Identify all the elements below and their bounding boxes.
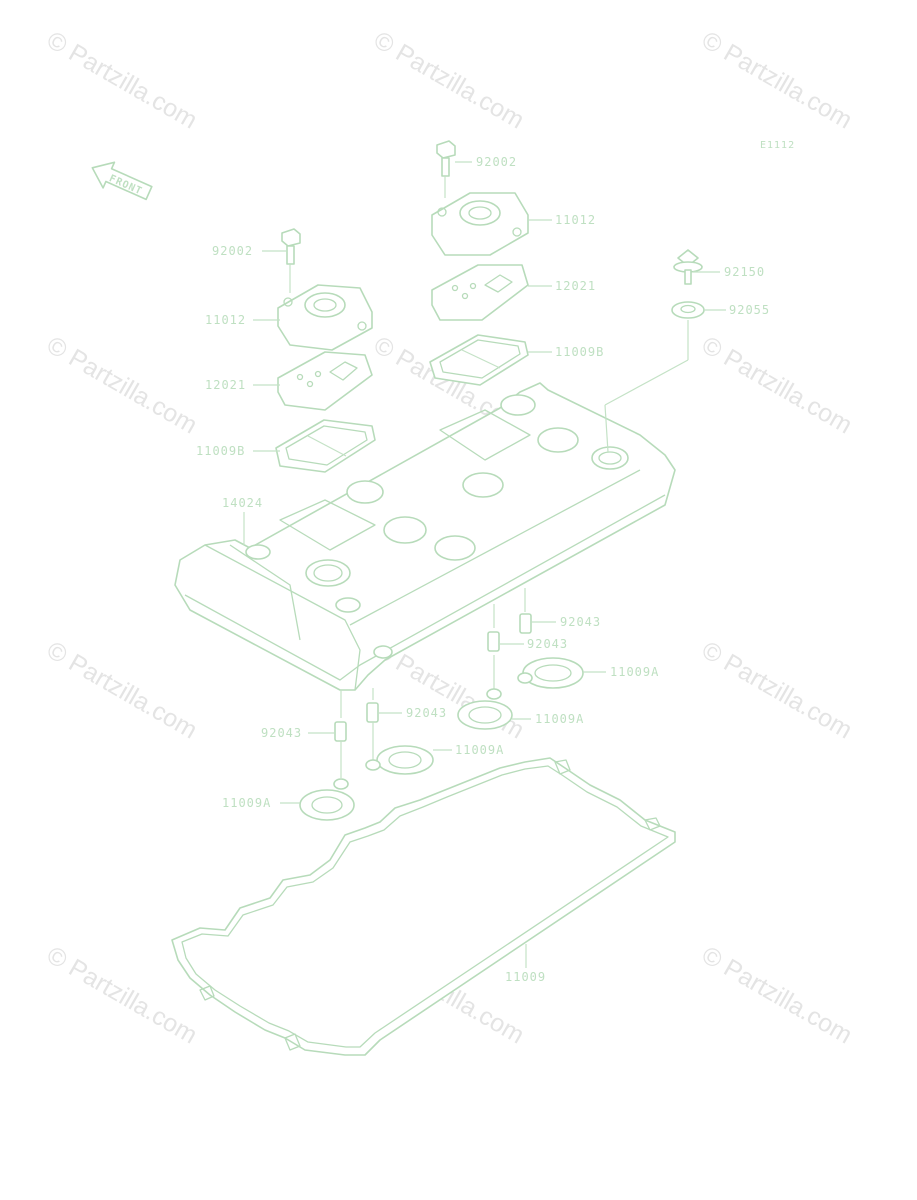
watermark: © Partzilla.com bbox=[697, 26, 857, 134]
watermark: © Partzilla.com bbox=[697, 941, 857, 1049]
callout-plate-top: 12021 bbox=[555, 279, 596, 293]
callout-main-gasket: 11009 bbox=[505, 970, 546, 984]
dowel-92043-d bbox=[519, 588, 532, 634]
plate-12021-top bbox=[431, 264, 529, 321]
callout-bolt-left: 92002 bbox=[212, 244, 253, 258]
callout-oring-d: 11009A bbox=[610, 665, 659, 679]
leader-lines bbox=[243, 161, 726, 968]
gasket-11009B-top bbox=[429, 334, 529, 386]
callout-labels: 92002 11012 12021 11009B 92150 92055 920… bbox=[196, 155, 770, 984]
dowel-92043-b bbox=[366, 688, 379, 760]
diagram-code: E1112 bbox=[760, 140, 795, 151]
dowel-92043-a bbox=[334, 690, 347, 778]
cover-11012-left bbox=[277, 284, 373, 351]
gasket-11009B-left bbox=[275, 419, 376, 473]
bolt-92002-top bbox=[436, 140, 456, 198]
cover-11012-top bbox=[431, 192, 529, 256]
callout-gasket-top: 11009B bbox=[555, 345, 604, 359]
plate-12021-left bbox=[277, 351, 373, 411]
callout-washer-right: 92055 bbox=[729, 303, 770, 317]
watermark: © Partzilla.com bbox=[42, 636, 202, 744]
callout-bolt-right: 92150 bbox=[724, 265, 765, 279]
callout-cover-top: 11012 bbox=[555, 213, 596, 227]
dowel-92043-c bbox=[487, 604, 500, 690]
washer-92055 bbox=[604, 301, 705, 453]
oring-11009A-d bbox=[517, 657, 584, 689]
watermark: © Partzilla.com bbox=[697, 331, 857, 439]
callout-dowel-a: 92043 bbox=[261, 726, 302, 740]
main-gasket-11009 bbox=[171, 757, 676, 1056]
oring-11009A-a bbox=[299, 778, 355, 821]
callout-dowel-b: 92043 bbox=[406, 706, 447, 720]
watermark: © Partzilla.com bbox=[369, 26, 529, 134]
bolt-92002-left bbox=[281, 228, 301, 293]
oring-11009A-c bbox=[457, 688, 513, 730]
callout-oring-c: 11009A bbox=[535, 712, 584, 726]
bolt-92150 bbox=[673, 249, 703, 285]
callout-bolt-top: 92002 bbox=[476, 155, 517, 169]
callout-gasket-left: 11009B bbox=[196, 444, 245, 458]
callout-oring-a: 11009A bbox=[222, 796, 271, 810]
oring-11009A-b bbox=[365, 745, 434, 775]
callout-oring-b: 11009A bbox=[455, 743, 504, 757]
callout-head-cover: 14024 bbox=[222, 496, 263, 510]
watermark: © Partzilla.com bbox=[697, 636, 857, 744]
watermark: © Partzilla.com bbox=[42, 331, 202, 439]
callout-dowel-c: 92043 bbox=[527, 637, 568, 651]
head-cover-14024 bbox=[174, 382, 676, 691]
callout-dowel-d: 92043 bbox=[560, 615, 601, 629]
watermark: © Partzilla.com bbox=[42, 26, 202, 134]
callout-cover-left: 11012 bbox=[205, 313, 246, 327]
front-arrow-icon: FRONT bbox=[91, 161, 153, 201]
callout-plate-left: 12021 bbox=[205, 378, 246, 392]
